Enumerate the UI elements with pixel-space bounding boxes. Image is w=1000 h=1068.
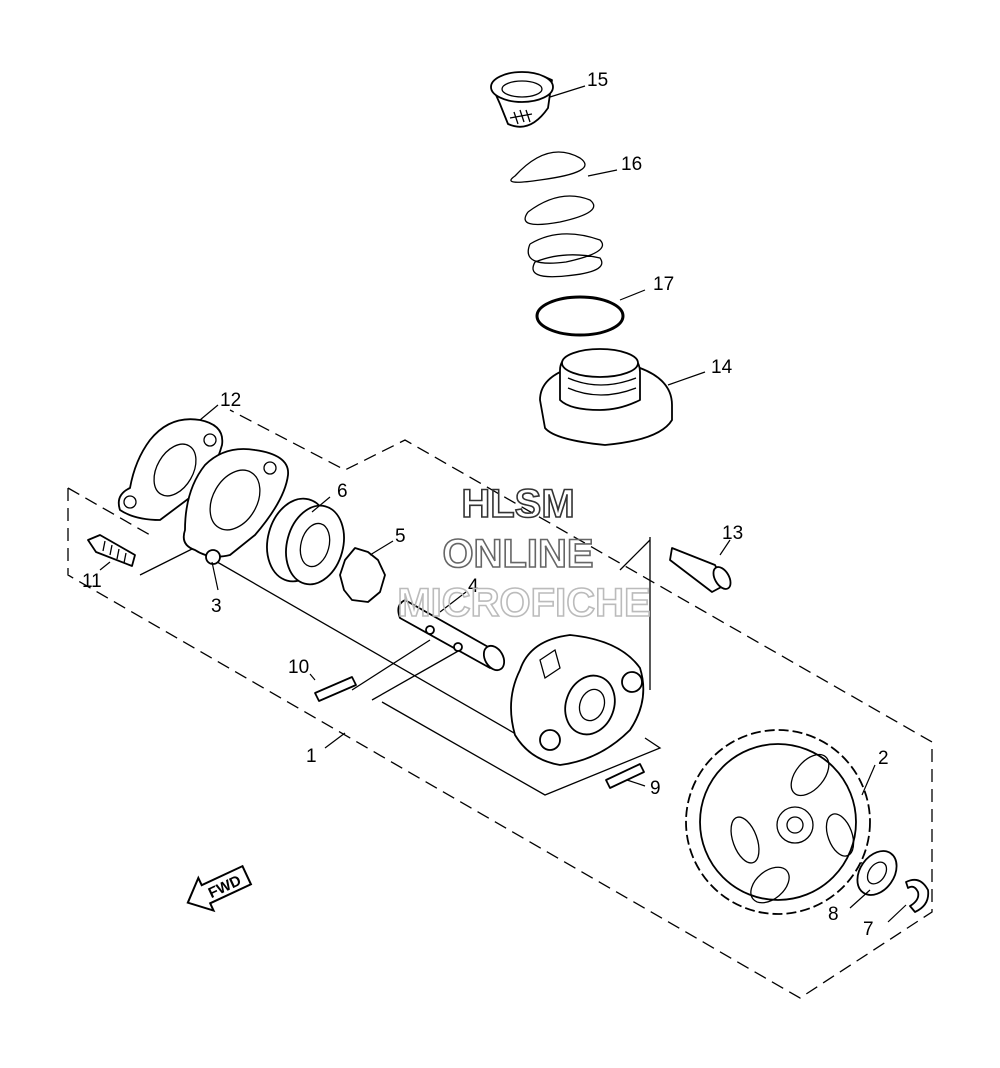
part-11-bolt (87, 534, 136, 567)
callout-13: 13 (722, 523, 743, 544)
callout-7: 7 (863, 919, 874, 940)
watermark-line3: MICROFICHE (397, 581, 650, 625)
part-13-screw (669, 547, 732, 593)
callout-14: 14 (711, 357, 733, 378)
part-2-drive-gear[interactable] (685, 729, 871, 915)
callout-11: 11 (82, 571, 102, 592)
callout-8: 8 (828, 904, 839, 925)
part-7-circlip (905, 878, 930, 913)
part-3-pump-cover (182, 448, 289, 565)
callout-3: 3 (211, 596, 222, 617)
part-17-o-ring (535, 295, 625, 337)
pump-body (510, 634, 645, 766)
watermark-line2: ONLINE (442, 532, 593, 576)
fwd-arrow-icon: FWD (186, 864, 253, 913)
assembly-axis-lines (139, 539, 871, 869)
part-15-strainer-cap (490, 71, 554, 128)
callout-16: 16 (621, 154, 642, 175)
callout-2: 2 (878, 748, 889, 769)
callout-12: 12 (220, 390, 241, 411)
part-9-pin (605, 763, 645, 789)
part-8-washer (856, 850, 898, 896)
callout-6: 6 (337, 481, 348, 502)
callout-9: 9 (650, 778, 661, 799)
watermark-line1: HLSM (461, 482, 574, 526)
callout-10: 10 (288, 657, 309, 678)
callout-17: 17 (653, 274, 674, 295)
callout-1: 1 (306, 746, 317, 767)
assembly-boundary (67, 409, 933, 999)
part-4-shaft (397, 599, 506, 672)
part-5-inner-rotor (339, 547, 386, 603)
callouts: 15 16 17 14 12 6 5 4 3 11 10 1 9 13 2 8 … (82, 70, 889, 940)
watermark: HLSM ONLINE MICROFICHE (397, 481, 652, 626)
callout-4: 4 (468, 576, 479, 597)
callout-5: 5 (395, 526, 406, 547)
part-6-outer-rotor (266, 497, 345, 586)
leader-lines (99, 85, 907, 923)
callout-15: 15 (587, 70, 608, 91)
part-16-spring (510, 151, 604, 278)
part-14-strainer-plug (539, 348, 673, 446)
part-10-pin (314, 676, 357, 702)
